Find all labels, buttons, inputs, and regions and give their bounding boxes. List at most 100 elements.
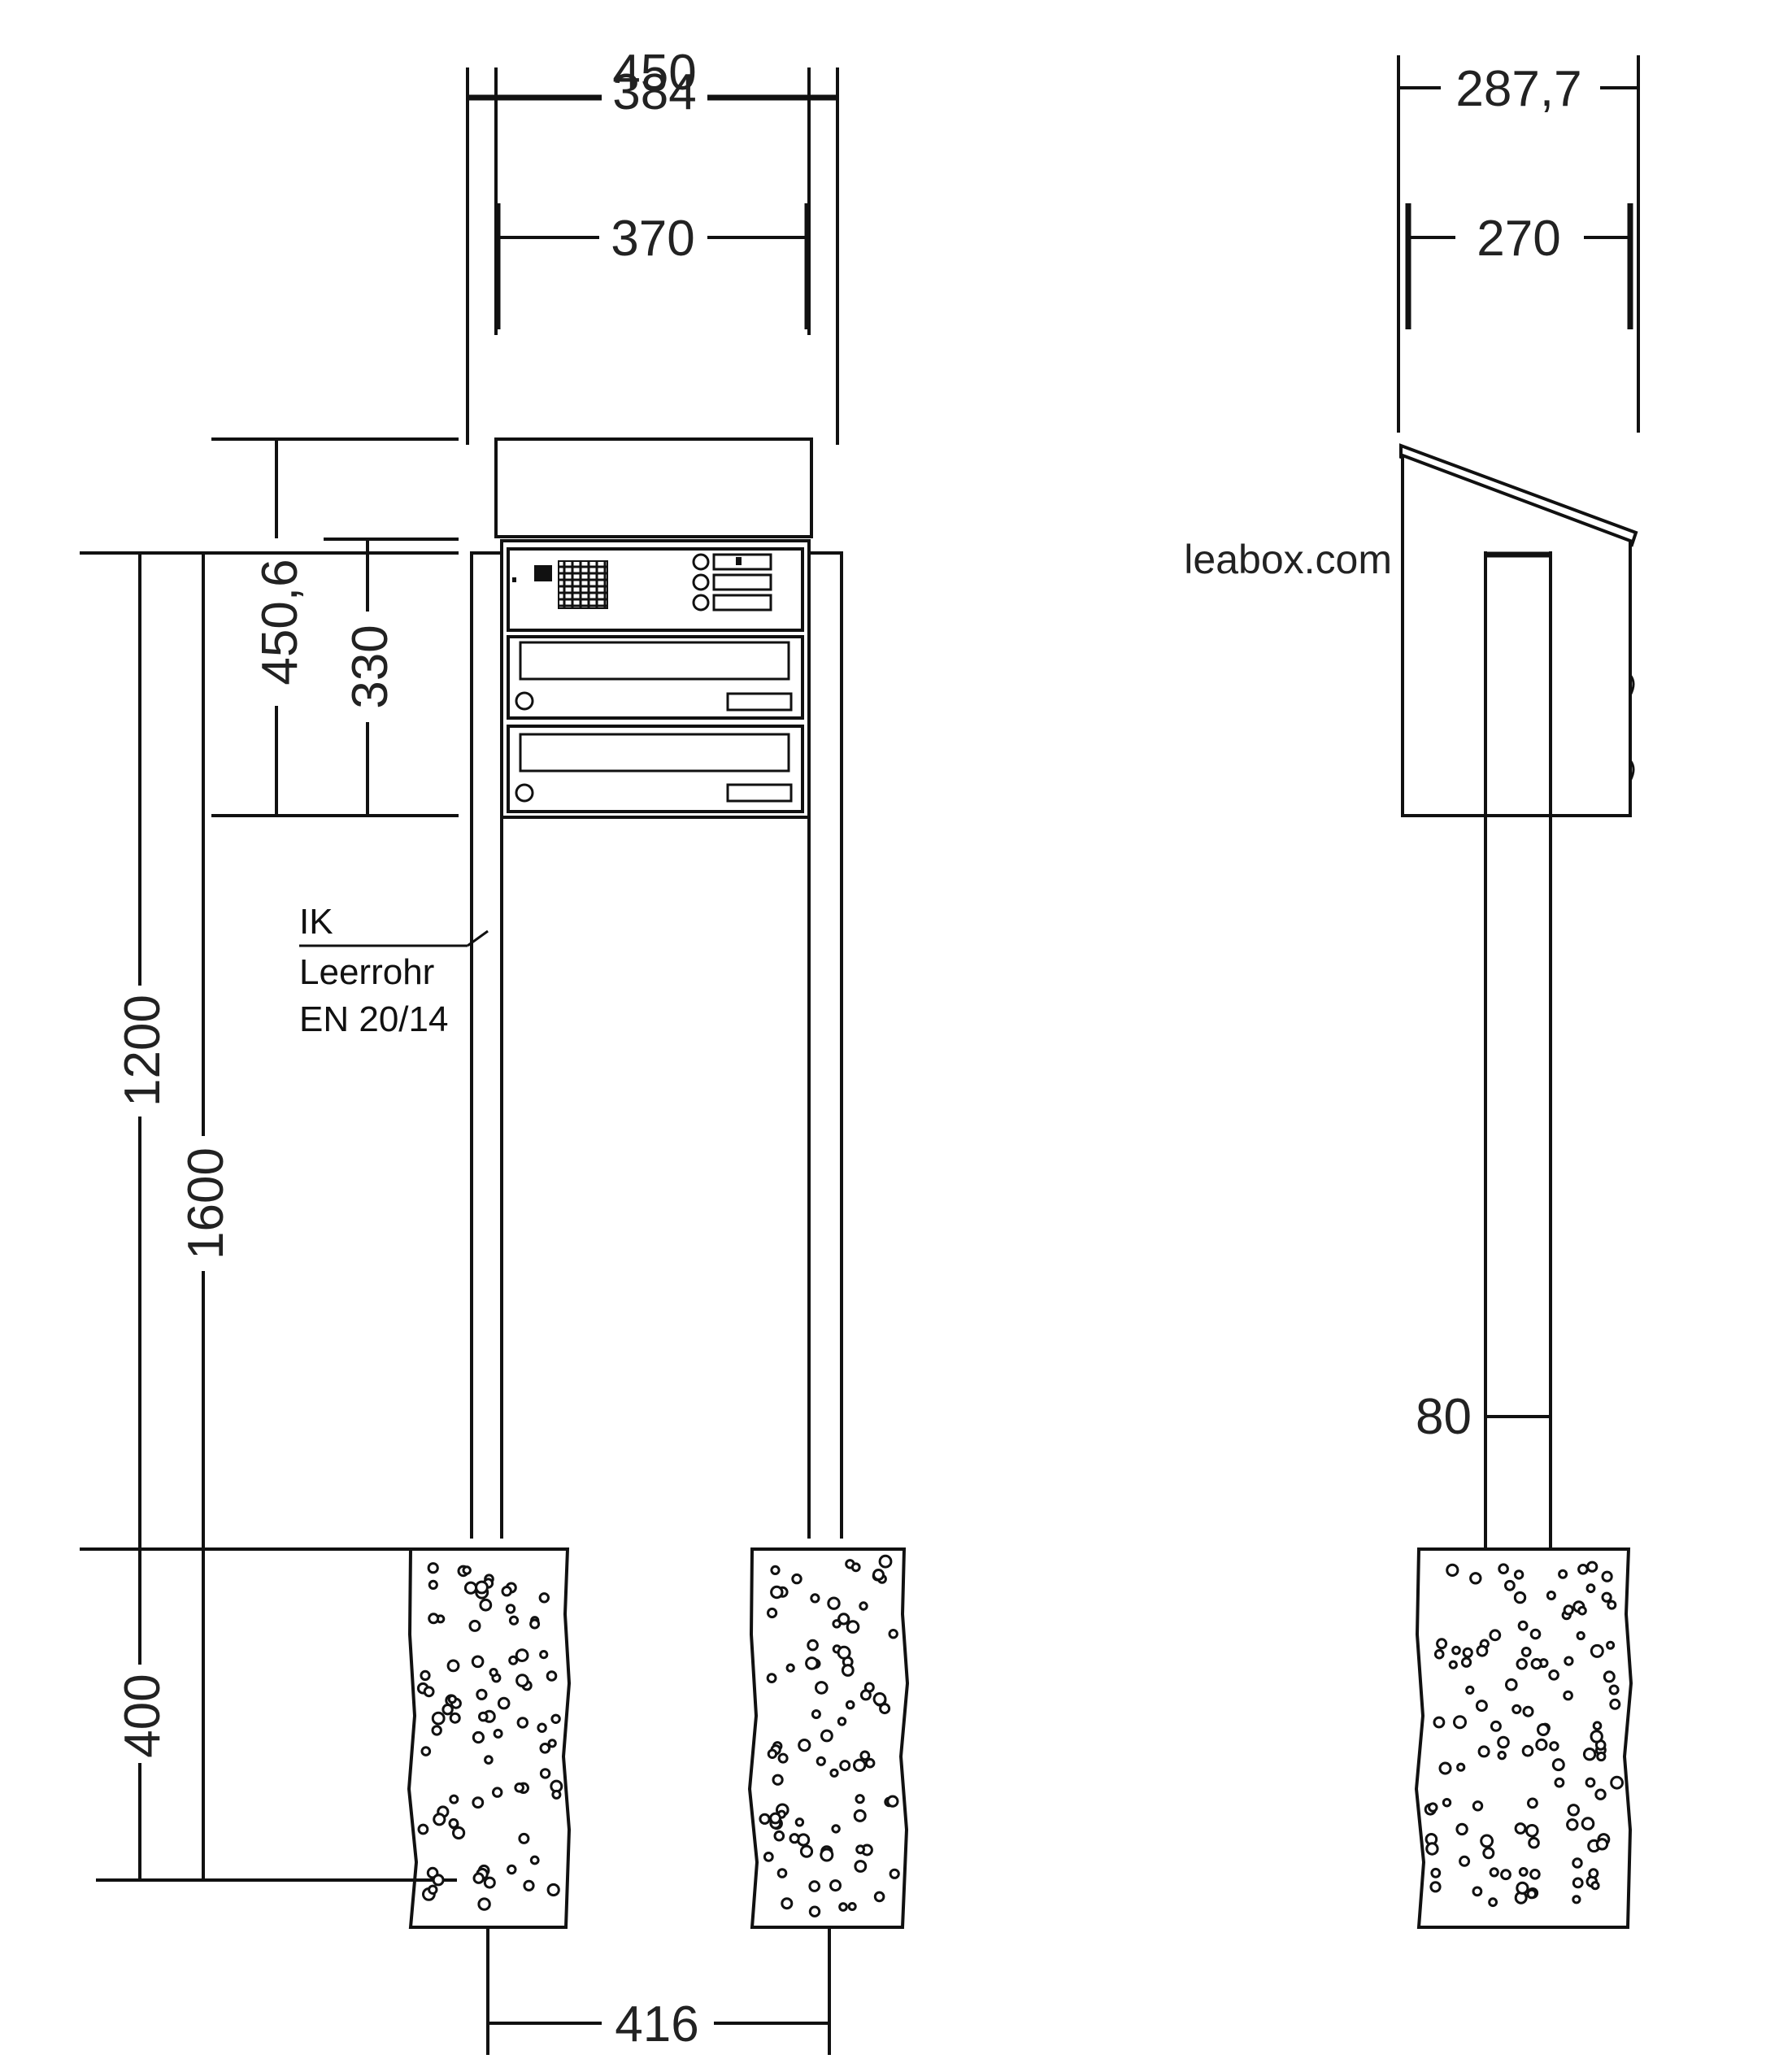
concrete-speckle [805,1656,819,1670]
concrete-speckle [1456,1762,1466,1772]
concrete-speckle [838,1902,848,1912]
concrete-speckle [854,1860,868,1873]
dimension-1200: 1200 [115,551,171,1551]
dimension-400: 400 [96,1547,457,1882]
concrete-speckle [448,1817,459,1829]
concrete-speckle [516,1717,528,1729]
concrete-speckle [1489,1629,1502,1642]
concrete-speckle [1567,1804,1581,1817]
concrete-speckle [1433,1716,1446,1729]
post-width-label-80: 80 [1416,1389,1472,1445]
concrete-speckle [1477,1745,1490,1758]
width-label-370: 370 [611,211,694,267]
concrete-speckle [872,1692,887,1706]
canopy-roof [494,437,813,538]
depth-label-270: 270 [1477,211,1560,267]
concrete-speckle [518,1832,530,1844]
concrete-speckle [493,1728,503,1739]
concrete-speckle [478,1711,489,1722]
concrete-speckle [859,1601,868,1611]
concrete-speckle [1535,1738,1548,1752]
concrete-speckle [1528,1836,1540,1849]
concrete-speckle [1469,1572,1482,1585]
concrete-speckle [501,1586,512,1597]
concrete-speckle [794,1817,805,1827]
concrete-speckle [428,1579,438,1591]
concrete-speckle [1489,1867,1499,1878]
dimension-80: 80 [1416,1389,1552,1445]
side-post [1484,551,1552,1551]
concrete-speckle [829,1768,839,1778]
side-box-body [1401,453,1632,817]
concrete-speckle [1554,1777,1565,1788]
concrete-speckle [1581,1817,1595,1830]
concrete-speckle [853,1809,867,1822]
concrete-speckle [878,1554,893,1569]
concrete-speckle [1462,1647,1473,1658]
concrete-speckle [477,1897,491,1911]
concrete-speckle [446,1659,460,1673]
concrete-speckle [808,1905,821,1917]
concrete-speckle [785,1663,795,1673]
concrete-speckle [1511,1704,1522,1714]
concrete-speckle [551,1789,562,1800]
concrete-speckle [1546,1591,1556,1600]
concrete-speckle [1472,1886,1483,1897]
concrete-speckle [1476,1644,1489,1657]
concrete-speckle [1596,1751,1607,1762]
dimension-270: 270 [1405,203,1633,329]
side-latch-detail [1629,674,1635,781]
concrete-speckle [476,1688,488,1700]
concrete-speckle [839,1760,851,1772]
concrete-speckle [1517,1620,1529,1631]
concrete-speckle [1563,1690,1573,1701]
concrete-speckle [789,1833,800,1844]
concrete-speckle [472,1872,485,1884]
concrete-speckle [1576,1630,1585,1641]
concrete-speckle [845,1700,855,1710]
concrete-speckle [1585,1777,1596,1788]
concrete-speckle [1459,1855,1471,1867]
concrete-speckle [1513,1591,1527,1604]
concrete-speckle [484,1755,494,1765]
concrete-speckle [864,1757,876,1769]
width-label-384: 384 [612,64,696,120]
concrete-speckle [462,1565,472,1575]
concrete-speckle [428,1613,440,1625]
concrete-speckle [507,1864,517,1875]
concrete-speckle [1516,1658,1528,1670]
depth-label-400: 400 [115,1674,171,1757]
concrete-speckle [475,1580,489,1595]
concrete-speckle [1601,1570,1613,1582]
dimension-287-7: 287,7 [1397,55,1640,433]
concrete-speckle [447,1694,457,1704]
concrete-speckle [546,1670,558,1682]
concrete-speckle [1518,1867,1529,1877]
concrete-speckle [1516,1881,1529,1895]
concrete-speckle [815,1681,829,1695]
concrete-speckle [767,1607,778,1619]
concrete-speckle [1548,1669,1559,1681]
concrete-speckle [489,1668,498,1678]
concrete-speckle [449,1794,459,1804]
concrete-speckle [433,1813,446,1826]
concrete-speckle [1563,1604,1574,1616]
concrete-speckle [1500,1869,1511,1881]
concrete-speckle [1590,1881,1600,1891]
concrete-speckle [539,1743,551,1754]
concrete-speckle [855,1844,865,1855]
concrete-speckle [1465,1685,1475,1695]
concrete-speckle [1451,1645,1461,1656]
concrete-speckle [1522,1705,1534,1717]
concrete-speckle [505,1604,516,1614]
dimension-416: 416 [486,1926,831,2055]
spacing-label-416: 416 [615,1996,698,2052]
concrete-speckle [538,1592,550,1604]
concrete-speckle [508,1655,519,1665]
concrete-speckle [472,1730,485,1744]
brand-label: leabox.com [1184,537,1392,582]
concrete-speckle [417,1823,429,1835]
right-foundation [747,1547,910,1929]
concrete-speckle [777,1752,789,1764]
concrete-speckle [1438,1761,1452,1775]
